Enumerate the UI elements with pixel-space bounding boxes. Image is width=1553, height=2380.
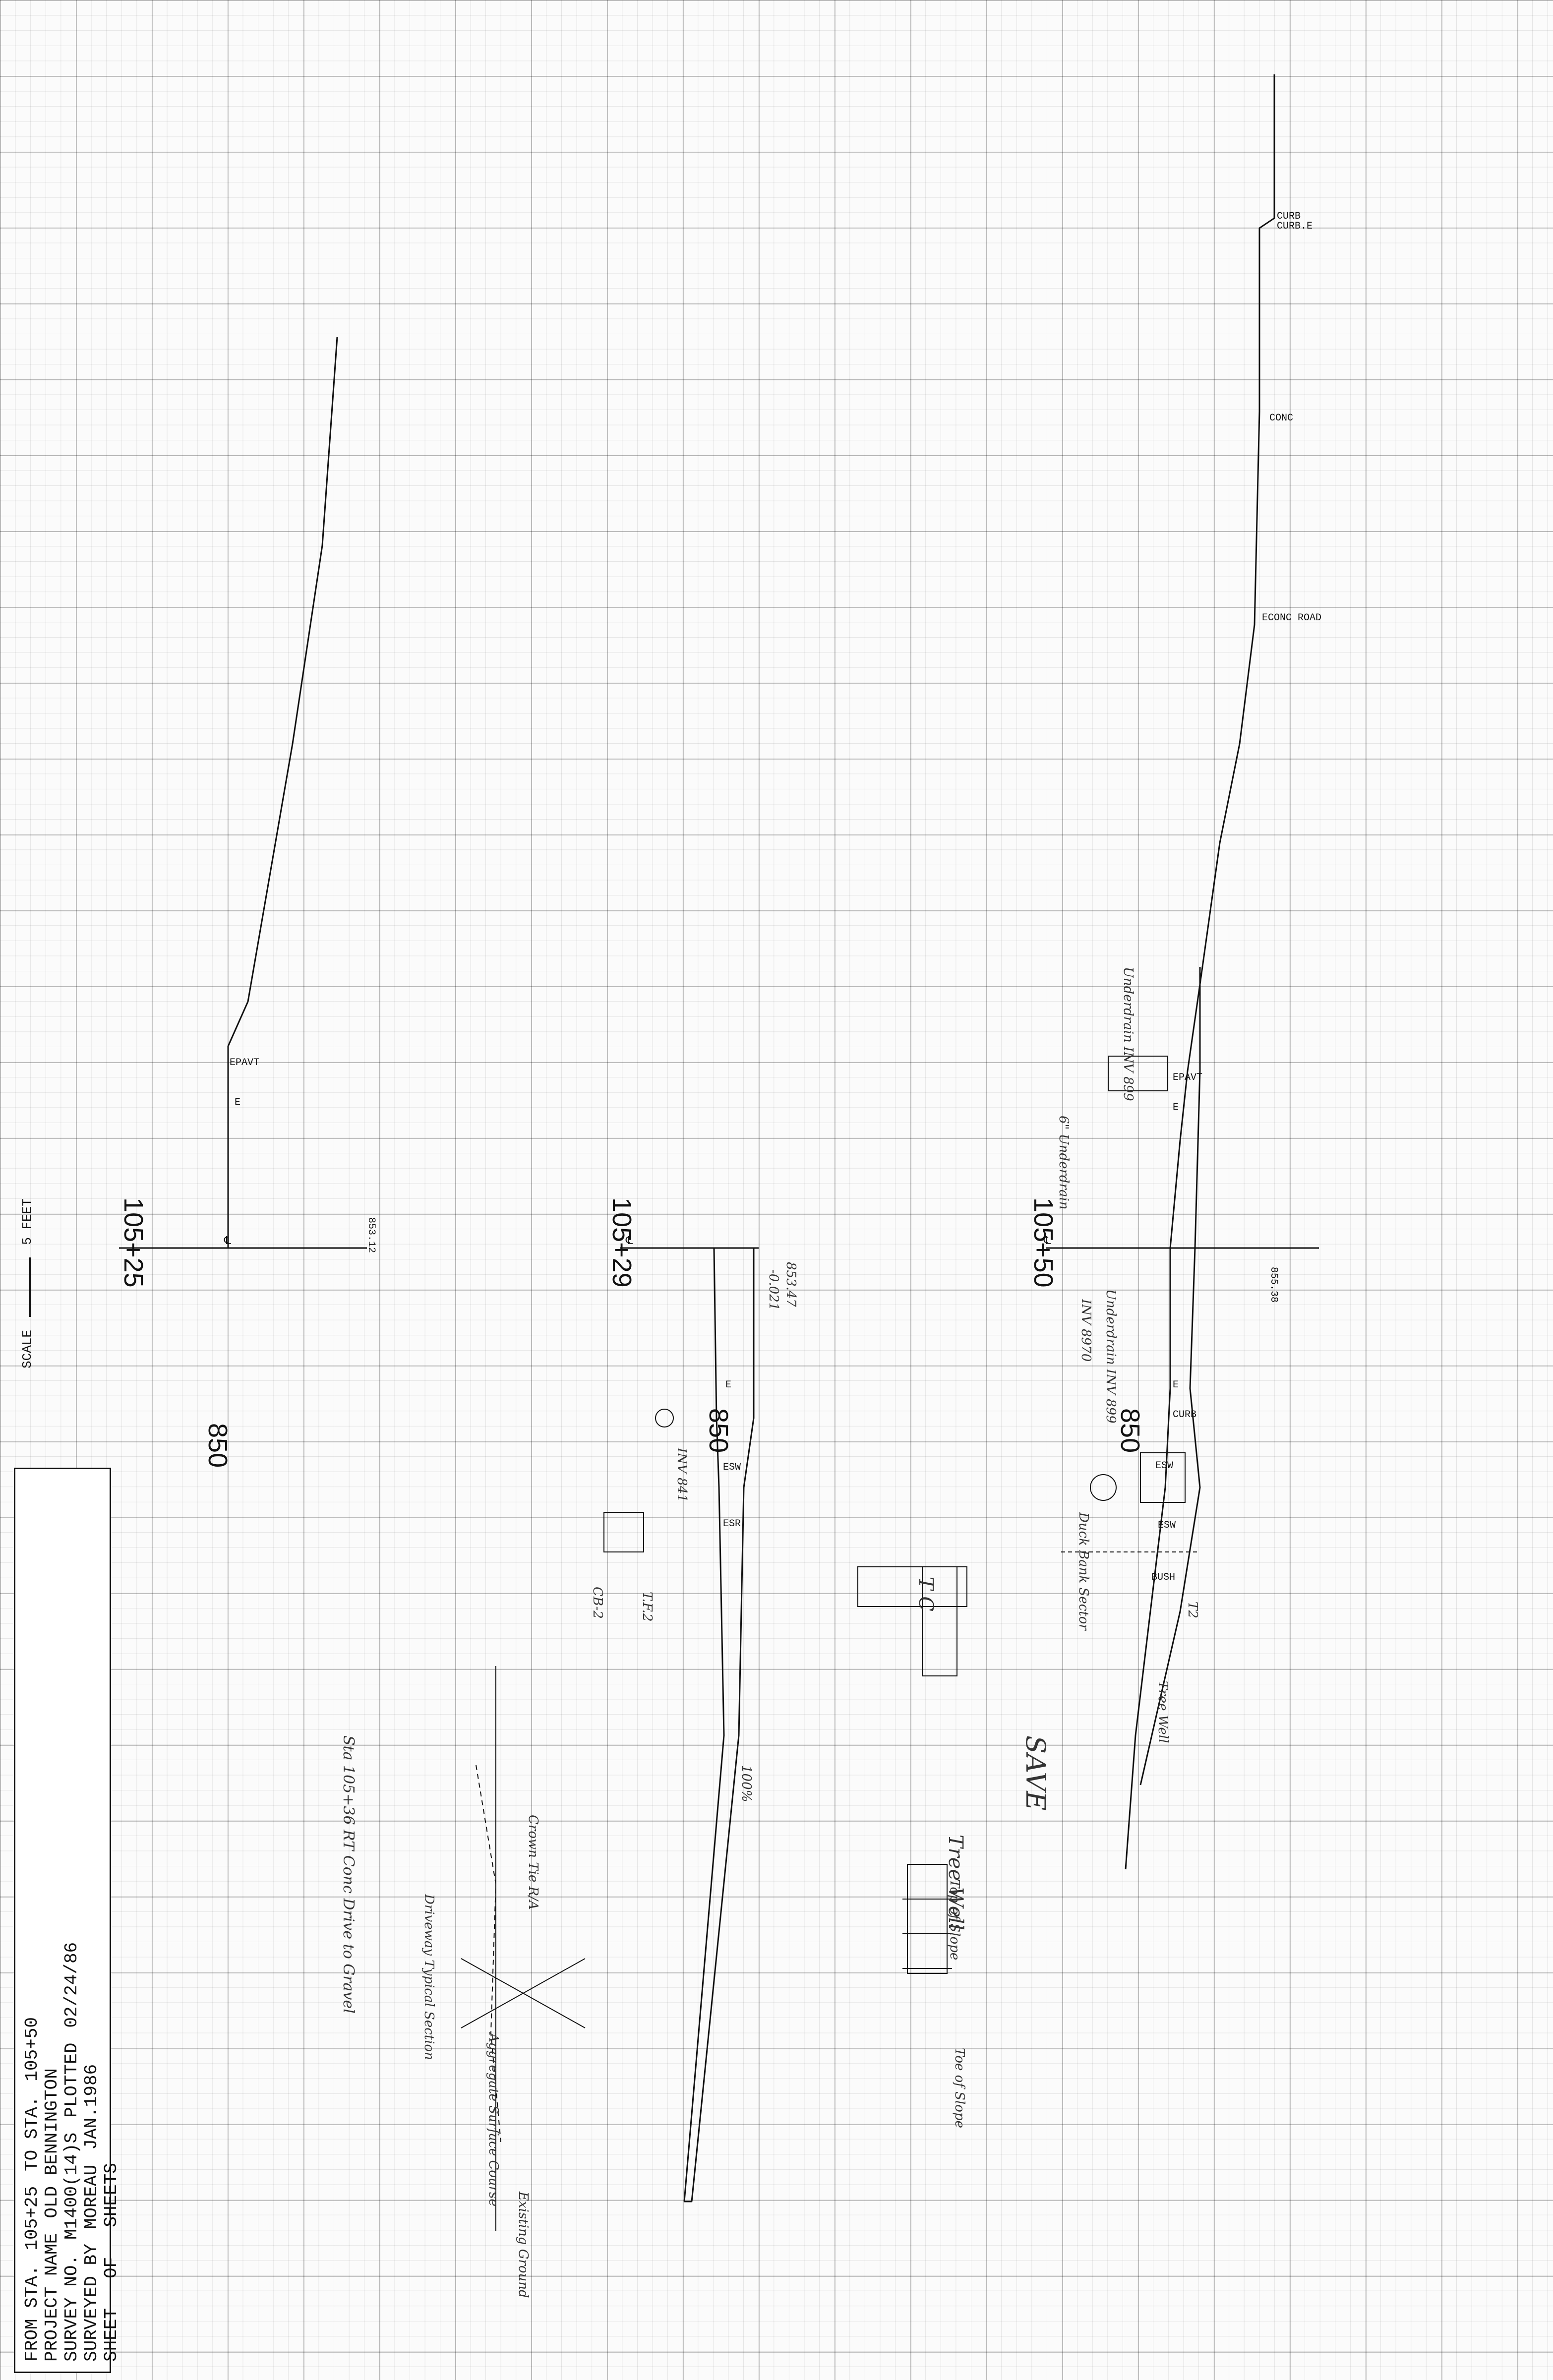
note-save: SAVE bbox=[1020, 1735, 1051, 1811]
note-aggregate-surface: Aggregate Surface Course bbox=[486, 2033, 501, 2206]
title-row-surveyed: SURVEYED BY MOREAU JAN.1986 bbox=[81, 1479, 102, 2362]
note-existing-ground: Existing Ground bbox=[516, 2192, 531, 2298]
note-crown-tie: Crown Tie R/A bbox=[526, 1815, 540, 1910]
of-label: OF bbox=[101, 2257, 121, 2278]
note-tc: T C bbox=[914, 1577, 937, 1611]
point-label-esw-3: ESW bbox=[1158, 1520, 1176, 1531]
note-cb-2: CB-2 bbox=[590, 1587, 605, 1619]
scale-line bbox=[29, 1257, 31, 1317]
surveyed-by-label: SURVEYED BY bbox=[81, 2244, 102, 2362]
note-duck-bank-sector: Duck Bank Sector bbox=[1076, 1512, 1091, 1630]
from-sta-value: 105+25 bbox=[22, 2186, 42, 2251]
elevation-105-29: 853.47 bbox=[783, 1262, 798, 1307]
ground-line-105-25 bbox=[227, 337, 338, 1248]
point-label-esw-2: ESW bbox=[1155, 1460, 1174, 1472]
point-label-econc-road: ECONC ROAD bbox=[1262, 612, 1322, 624]
station-label-105-50: 105+50 bbox=[1028, 1197, 1058, 1288]
point-label-esr: ESR bbox=[723, 1518, 741, 1530]
note-toe-of-slope: Toe of Slope bbox=[952, 2048, 967, 2128]
scale-bar: SCALE 5 FEET bbox=[20, 1198, 35, 1368]
note-sta-conc-drive: Sta 105+36 RT Conc Drive to Gravel bbox=[340, 1735, 357, 2014]
elevation-105-50: 855.38 bbox=[1268, 1267, 1279, 1303]
to-sta-label: TO STA. bbox=[22, 2096, 42, 2171]
elevation-105-25: 853.12 bbox=[365, 1217, 377, 1253]
sheets-label: SHEETS bbox=[101, 2163, 121, 2227]
centerline-symbol-3: ℄ bbox=[1044, 1235, 1051, 1248]
title-block-content: FROM STA. 105+25 TO STA. 105+50 PROJECT … bbox=[15, 1469, 121, 2372]
note-underdrain-6in: 6" Underdrain bbox=[1056, 1116, 1071, 1210]
note-tree-well: Tree Well bbox=[1155, 1681, 1170, 1743]
point-label-e-3: E bbox=[1173, 1102, 1179, 1113]
note-inv-841: INV 841 bbox=[674, 1448, 689, 1502]
scale-label: SCALE bbox=[20, 1329, 35, 1368]
project-name-value: OLD BENNINGTON bbox=[42, 2068, 62, 2218]
scale-value: 5 FEET bbox=[20, 1198, 35, 1245]
point-label-epavt: EPAVT bbox=[230, 1057, 260, 1069]
point-label-curb-2: CURB bbox=[1173, 1409, 1197, 1421]
title-row-sheet: SHEET OF SHEETS bbox=[101, 1479, 121, 2362]
station-label-105-25: 105+25 bbox=[119, 1197, 148, 1288]
from-sta-label: FROM STA. bbox=[22, 2265, 42, 2362]
point-label-conc: CONC bbox=[1269, 413, 1294, 424]
note-100pct: 100% bbox=[739, 1765, 754, 1802]
plotted-label: PLOTTED bbox=[61, 2042, 82, 2118]
point-label-epavt-2: EPAVT bbox=[1173, 1072, 1203, 1083]
note-tf-2: T.F.2 bbox=[640, 1592, 655, 1622]
note-t2: T2 bbox=[1185, 1602, 1200, 1618]
title-row-stations: FROM STA. 105+25 TO STA. 105+50 bbox=[22, 1479, 42, 2362]
ground-line-105-50 bbox=[1125, 74, 1275, 1870]
title-row-survey: SURVEY NO. M1400(14)S PLOTTED 02/24/86 bbox=[61, 1479, 82, 2362]
title-row-project: PROJECT NAME OLD BENNINGTON bbox=[42, 1479, 62, 2362]
note-tree-well-2: Tree Well bbox=[944, 1835, 967, 1930]
centerline-symbol-1: ℄ bbox=[224, 1235, 232, 1248]
title-block: FROM STA. 105+25 TO STA. 105+50 PROJECT … bbox=[14, 1468, 121, 2373]
elevation-note-105-29: -0.021 bbox=[766, 1269, 781, 1311]
survey-no-value: M1400(14)S bbox=[61, 2132, 82, 2240]
proposed-line-105-29 bbox=[691, 1248, 755, 2202]
point-label-bush: BUSH bbox=[1151, 1572, 1176, 1583]
surveyed-by-value: MOREAU bbox=[81, 2164, 102, 2229]
point-label-e-2: E bbox=[725, 1379, 732, 1391]
elevation-850-mid: 850 bbox=[704, 1408, 733, 1453]
point-label-curb-e: CURB.E bbox=[1277, 221, 1313, 232]
proposed-line-105-50 bbox=[1139, 967, 1201, 1785]
point-label-esw: ESW bbox=[723, 1462, 741, 1473]
note-underdrain-1: Underdrain INV 899 bbox=[1121, 967, 1135, 1101]
point-label-e-4: E bbox=[1173, 1379, 1179, 1391]
elevation-850-left: 850 bbox=[203, 1423, 233, 1468]
to-sta-value: 105+50 bbox=[22, 2017, 42, 2082]
survey-no-label: SURVEY NO. bbox=[61, 2254, 82, 2362]
note-inv-8970: INV 8970 bbox=[1078, 1299, 1093, 1362]
project-name-label: PROJECT NAME bbox=[42, 2233, 62, 2362]
point-label-e: E bbox=[235, 1097, 241, 1108]
plotted-value: 02/24/86 bbox=[61, 1942, 82, 2028]
survey-date: JAN.1986 bbox=[81, 2064, 102, 2150]
note-underdrain-2: Underdrain INV 899 bbox=[1103, 1289, 1118, 1424]
ground-line-105-29 bbox=[683, 1248, 725, 2202]
centerline-symbol-2: ℄ bbox=[626, 1235, 633, 1248]
note-driveway-typical: Driveway Typical Section bbox=[421, 1894, 436, 2060]
point-label-curb: CURB bbox=[1277, 211, 1301, 222]
elevation-850-right: 850 bbox=[1115, 1408, 1145, 1453]
sheet-label: SHEET bbox=[101, 2308, 121, 2362]
